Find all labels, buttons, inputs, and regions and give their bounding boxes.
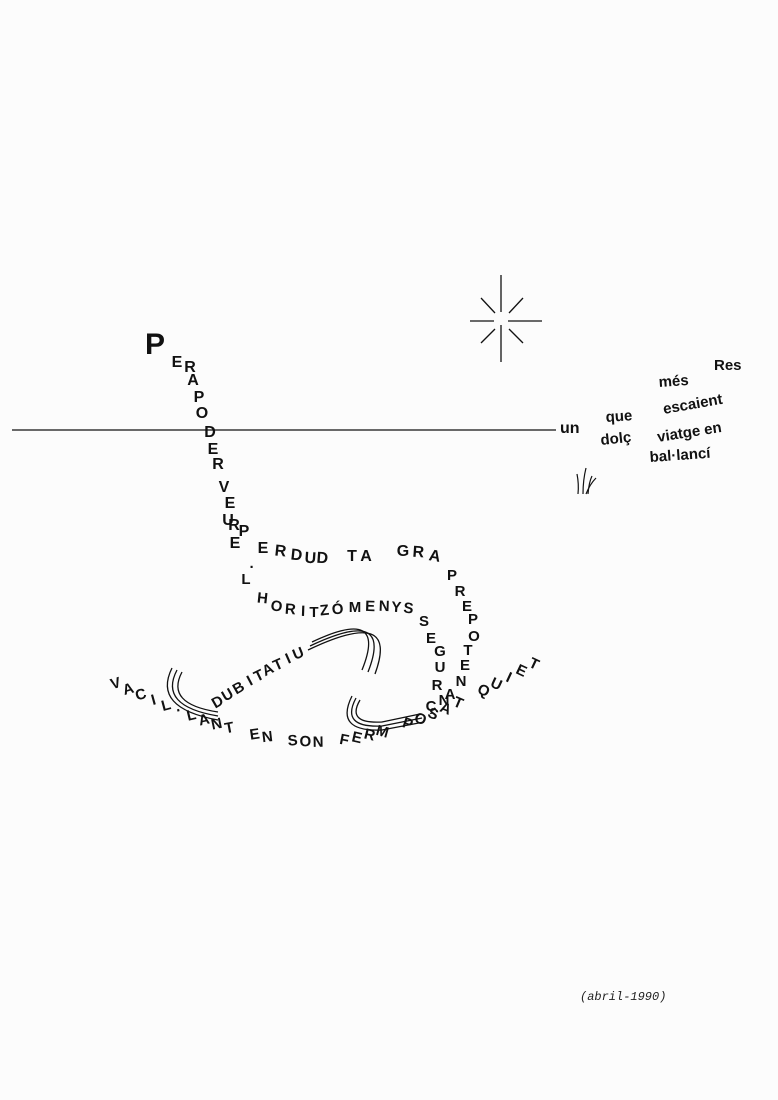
letter-main: O xyxy=(196,405,208,422)
wave-left-icon xyxy=(166,667,219,721)
letter-vacillant: T xyxy=(223,719,235,737)
letter-seguranca: E xyxy=(426,630,436,647)
letter-vacillant: I xyxy=(149,692,158,709)
word-dolc: dolç xyxy=(600,429,632,449)
letter-main: D xyxy=(204,424,216,441)
letter-horizon: N xyxy=(378,598,389,615)
letter-vacillant: R xyxy=(362,726,377,745)
letter-main: R xyxy=(184,359,196,376)
letter-main: R xyxy=(412,544,425,562)
letter-vacillant: S xyxy=(287,732,298,750)
letter-prepotent: R xyxy=(455,583,466,600)
letter-horizon: Y xyxy=(391,599,402,617)
letter-dubitatiu: I xyxy=(244,673,256,690)
letter-prepotent: E xyxy=(462,598,472,615)
letter-horizon: L xyxy=(241,571,250,588)
letter-vacillant: E xyxy=(513,661,529,681)
letter-main: V xyxy=(219,479,230,496)
star-icon xyxy=(470,275,542,362)
phrase-right: un que dolç Res més escaient viatge en b… xyxy=(560,357,742,466)
letter-horizon: M xyxy=(349,599,362,616)
word-res: Res xyxy=(714,357,742,374)
letter-horizon: E xyxy=(365,598,376,615)
letter-seguranca: U xyxy=(435,659,446,676)
letter-main: A xyxy=(360,548,372,565)
letter-vacillant: N xyxy=(313,734,324,751)
letter-vacillant: A xyxy=(197,710,211,729)
letter-main: E xyxy=(258,540,269,557)
letter-horizon: I xyxy=(301,603,306,620)
letter-horizon: H xyxy=(256,590,269,608)
letter-vacillant: L xyxy=(160,696,173,715)
letter-main: T xyxy=(347,548,357,565)
letter-main: R xyxy=(212,456,224,473)
date-note: (abril-1990) xyxy=(580,990,667,1004)
word-ballanci: bal·lancí xyxy=(649,445,712,466)
letter-main: U xyxy=(304,550,317,568)
letter-main: E xyxy=(172,354,183,371)
letter-main: D xyxy=(290,546,303,564)
wave-right-icon xyxy=(346,695,425,731)
letter-vacillant: V xyxy=(109,674,123,693)
letter-vacillant: N xyxy=(210,715,224,734)
letter-prepotent: O xyxy=(468,628,480,645)
letter-vacillant: U xyxy=(488,674,505,694)
letter-main: R xyxy=(228,517,240,534)
letter-vacillant: O xyxy=(299,733,312,750)
letter-dubitatiu: I xyxy=(283,650,294,667)
letter-seguranca: G xyxy=(434,643,446,660)
word-un: un xyxy=(560,420,580,437)
letter-horizon: O xyxy=(270,597,284,615)
letter-main: D xyxy=(316,550,329,568)
letter-main: P xyxy=(194,389,205,406)
letter-main: A xyxy=(187,372,199,389)
letter-vacillant: F xyxy=(338,731,350,749)
word-viatge: viatge en xyxy=(656,419,723,446)
letter-vacillant: L xyxy=(185,706,198,725)
letter-vacillant: · xyxy=(174,702,183,720)
initial-letter: P xyxy=(145,328,165,361)
letter-vacillant: E xyxy=(350,728,364,747)
letter-seguranca: N xyxy=(439,692,450,709)
letter-vacillant: A xyxy=(121,680,136,699)
letter-horizon: · xyxy=(250,559,255,576)
letter-prepotent: N xyxy=(456,673,467,690)
letter-prepotent: P xyxy=(468,611,478,628)
letter-main: E xyxy=(225,495,236,512)
grass-icon xyxy=(576,467,597,495)
word-escaient: escaient xyxy=(662,391,724,418)
letter-horizon: S xyxy=(403,600,415,618)
letter-main: A xyxy=(428,547,443,566)
letter-vacillant: T xyxy=(526,654,542,673)
letter-prepotent: T xyxy=(463,642,472,659)
letter-prepotent: P xyxy=(447,567,457,584)
letter-main: G xyxy=(397,543,409,560)
letter-seguranca: A xyxy=(445,686,456,703)
letter-horizon: Ó xyxy=(331,600,344,619)
letter-vacillant: M xyxy=(374,722,391,742)
letter-main: E xyxy=(230,535,241,552)
letter-dubitatiu: U xyxy=(290,644,306,664)
letter-vacillant: E xyxy=(249,725,261,743)
letter-main: E xyxy=(208,441,219,458)
word-mes: més xyxy=(658,372,689,391)
letter-horizon: T xyxy=(309,604,318,621)
letter-seguranca: R xyxy=(432,677,443,694)
letter-vacillant: I xyxy=(503,669,514,686)
word-que: que xyxy=(605,407,633,426)
letter-main: R xyxy=(274,542,288,560)
letter-horizon: Z xyxy=(319,602,330,620)
letter-vacillant: C xyxy=(133,685,148,704)
letter-main: U xyxy=(222,512,234,529)
letter-prepotent: E xyxy=(460,657,470,674)
letter-seguranca: S xyxy=(419,613,429,630)
letter-main: P xyxy=(239,523,250,540)
letter-vacillant: N xyxy=(261,728,274,746)
letter-horizon: R xyxy=(284,601,296,619)
wave-center-icon xyxy=(307,628,381,675)
letter-seguranca: Ç xyxy=(426,698,437,715)
